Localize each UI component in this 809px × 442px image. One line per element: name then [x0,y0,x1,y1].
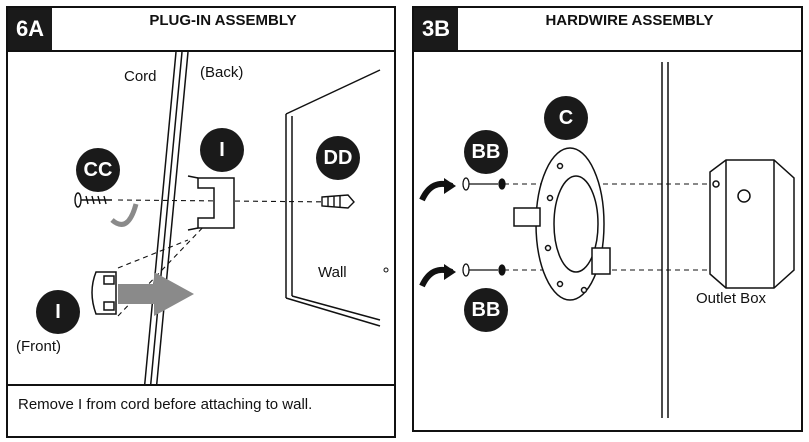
wall-mark [383,267,389,273]
panel-header-right: 3B HARDWIRE ASSEMBLY [414,8,801,52]
ceiling-drawing [661,62,669,418]
panel-header: 6A PLUG-IN ASSEMBLY [8,8,394,52]
wall-drawing [285,69,381,327]
alignment-lines-right [504,183,714,271]
back-label: (Back) [200,64,244,81]
panel-title: PLUG-IN ASSEMBLY [149,12,297,29]
panel-title-right: HARDWIRE ASSEMBLY [545,12,714,29]
cord-clip-drawing [187,175,235,231]
step-tag: 6A [8,8,52,50]
note-text: Remove I from cord before attaching to w… [18,396,313,413]
screw-drawing [74,192,112,208]
plug-in-illustration [74,51,389,393]
panel-hardwire-assembly: 3B HARDWIRE ASSEMBLY Outlet Box C BB BB [412,6,803,432]
outlet-box-label: Outlet Box [696,290,767,307]
wall-label: Wall [318,264,347,281]
callout-dd: DD [316,136,360,180]
direction-arrow [118,272,194,316]
callout-cc: CC [76,148,120,192]
hardwire-illustration [419,62,795,418]
callout-bb-top: BB [464,130,508,174]
panel-plug-in-assembly: 6A PLUG-IN ASSEMBLY Cord (Back) Wall (Fr… [6,6,396,438]
instruction-note: Remove I from cord before attaching to w… [8,384,394,436]
step-tag-right: 3B [414,8,458,50]
callout-c: C [544,96,588,140]
turn-arrow [110,203,139,227]
callout-i-bottom: I [36,290,80,334]
cord-drawing [143,51,189,393]
screw-bottom-drawing [462,263,506,277]
callout-bb-bottom: BB [464,288,508,332]
callout-i-top: I [200,128,244,172]
cord-label: Cord [124,68,157,85]
anchor-drawing [321,194,355,209]
mounting-plate-drawing [513,147,611,301]
cord-clip-front-drawing [91,271,117,315]
screw-top-drawing [462,177,506,191]
outlet-box-drawing [709,159,795,289]
front-label: (Front) [16,338,61,355]
